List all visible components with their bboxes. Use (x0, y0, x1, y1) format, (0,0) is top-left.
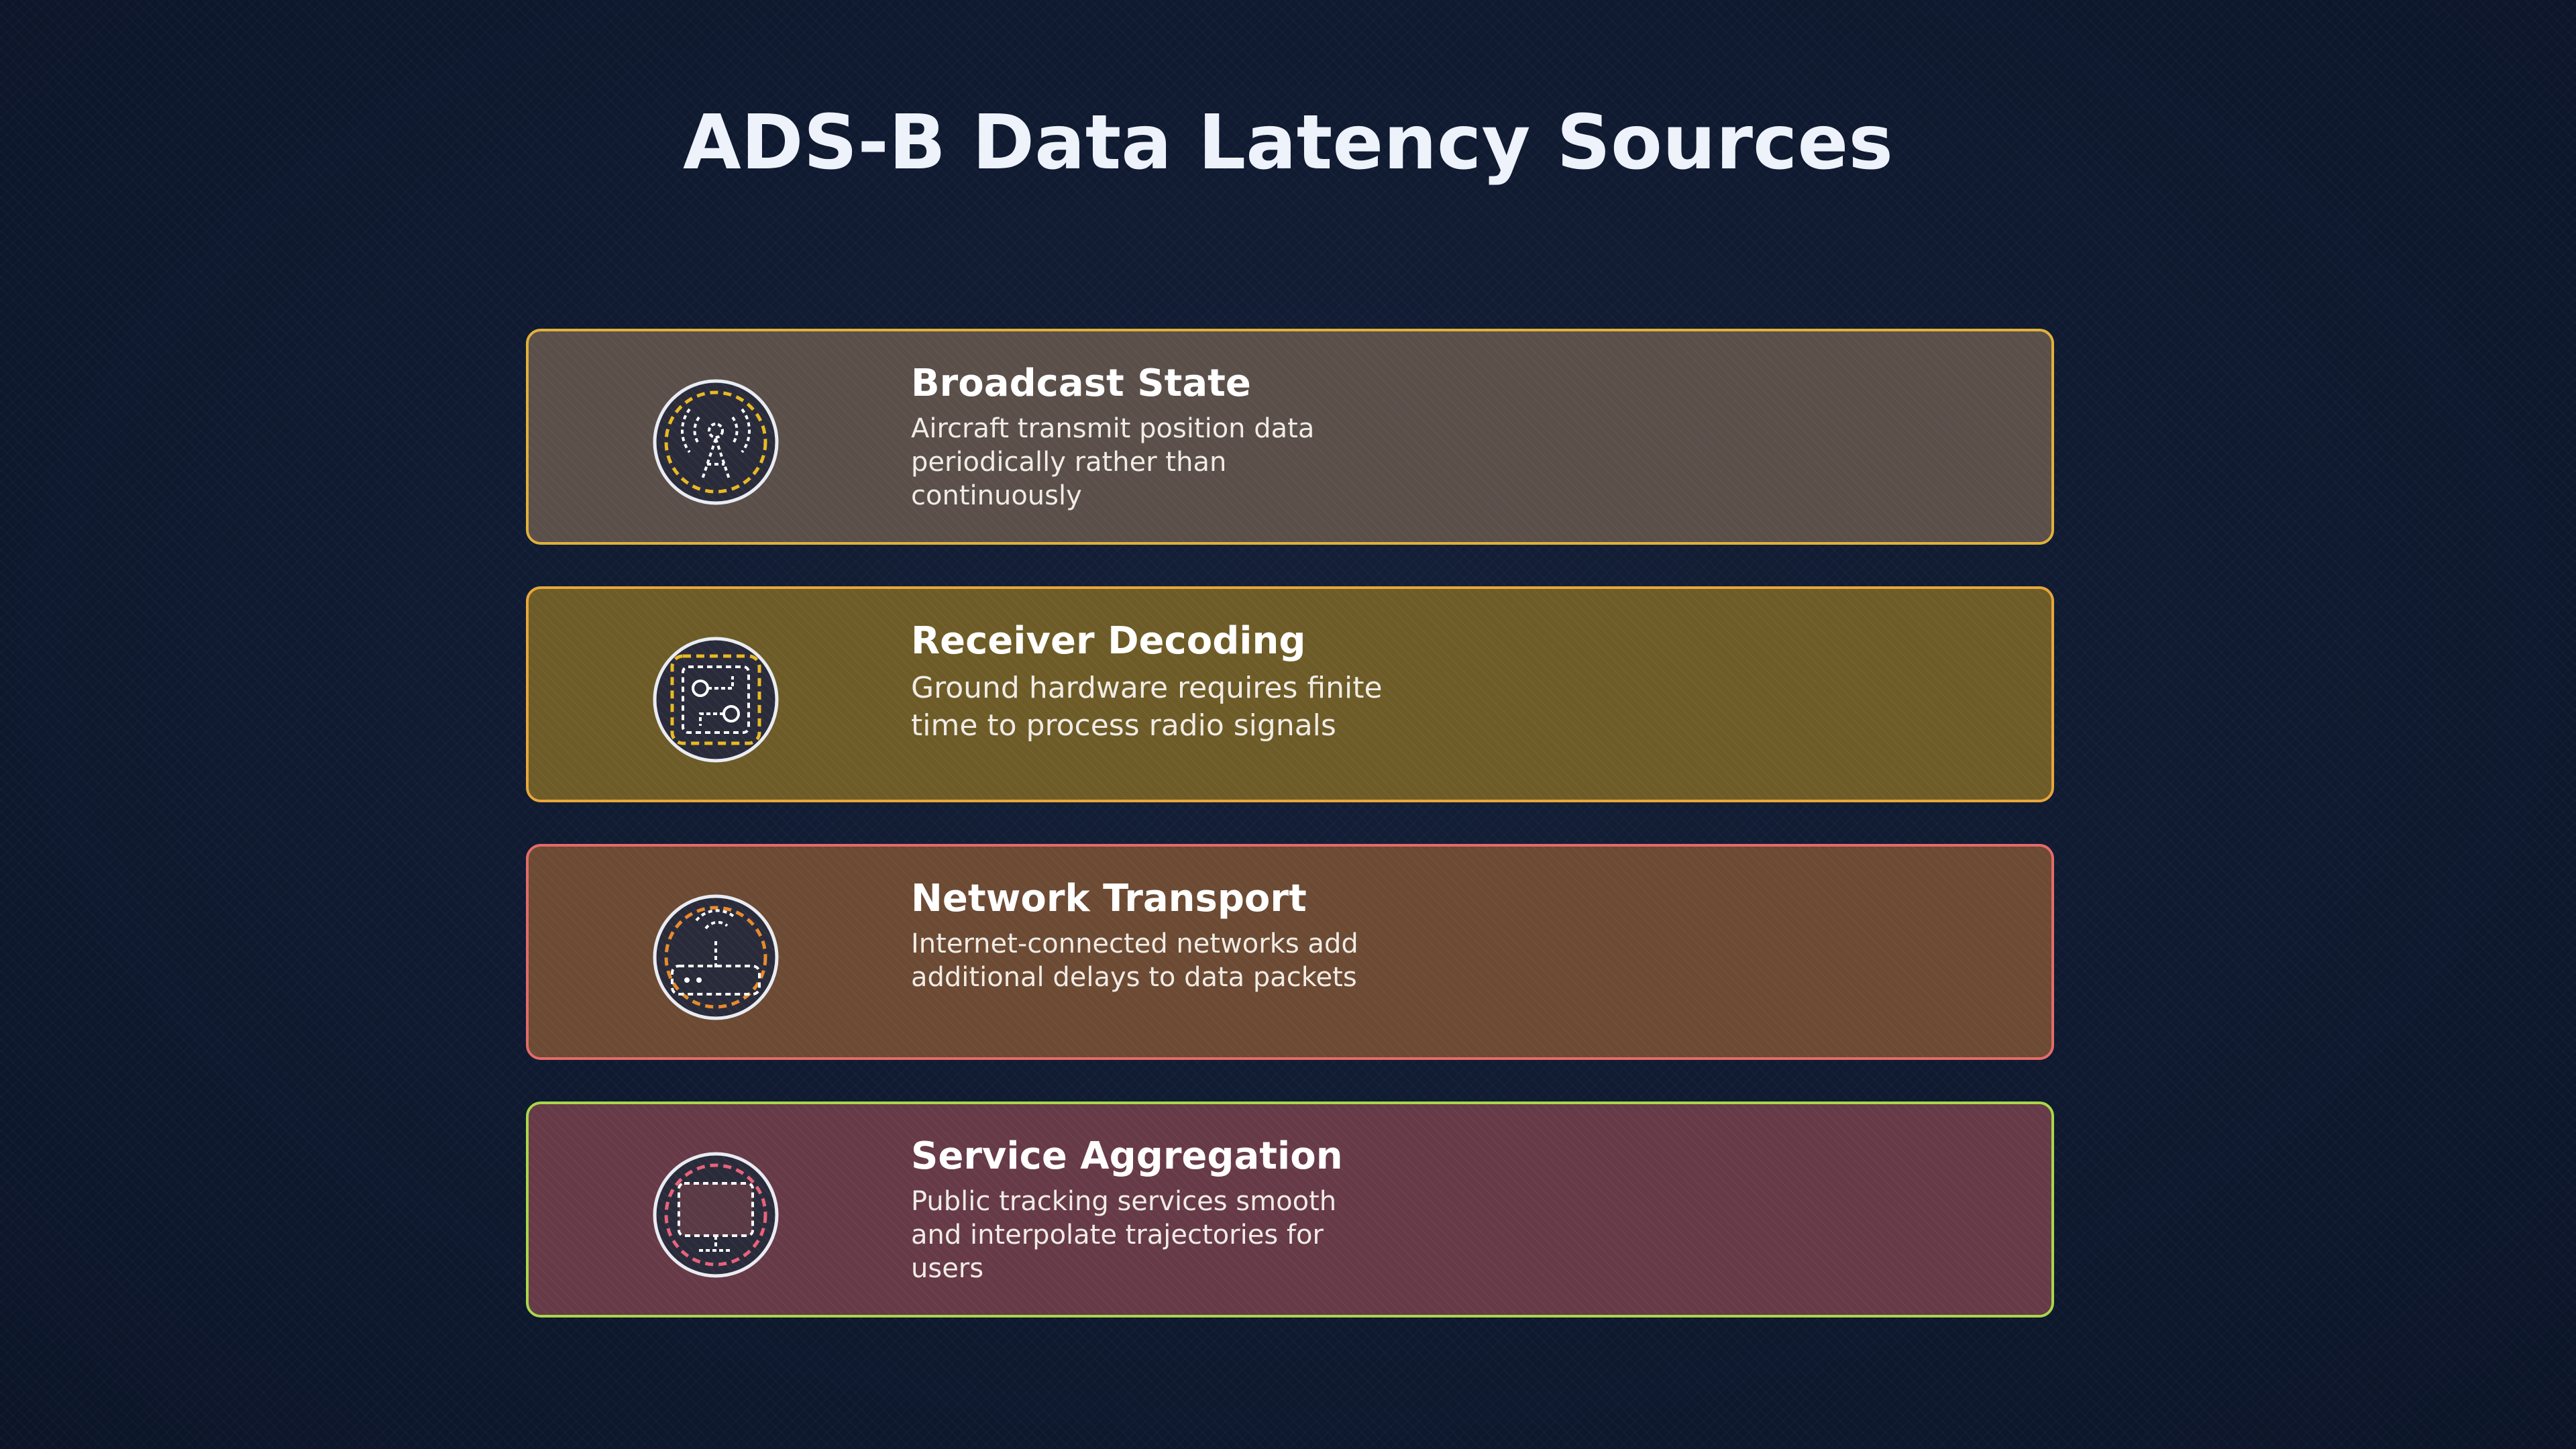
antenna-tower-icon (652, 378, 780, 506)
circuit-chip-icon (652, 636, 780, 763)
router-icon (652, 894, 780, 1021)
card-broadcast-state: Broadcast State Aircraft transmit positi… (526, 329, 2054, 545)
monitor-icon (652, 1151, 780, 1279)
card-description: Public tracking services smooth and inte… (911, 1186, 1337, 1284)
card-title: Network Transport (911, 877, 1307, 920)
card-title: Service Aggregation (911, 1134, 1343, 1178)
card-title: Receiver Decoding (911, 619, 1306, 663)
card-title: Broadcast State (911, 362, 1251, 405)
card-network-transport: Network Transport Internet-connected net… (526, 844, 2054, 1060)
card-service-aggregation: Service Aggregation Public tracking serv… (526, 1102, 2054, 1318)
card-description: Aircraft transmit position data periodic… (911, 413, 1315, 511)
card-description: Internet-connected networks add addition… (911, 928, 1358, 993)
card-description: Ground hardware requires finite time to … (911, 671, 1383, 743)
page-title: ADS-B Data Latency Sources (683, 99, 1893, 186)
card-receiver-decoding: Receiver Decoding Ground hardware requir… (526, 586, 2054, 802)
